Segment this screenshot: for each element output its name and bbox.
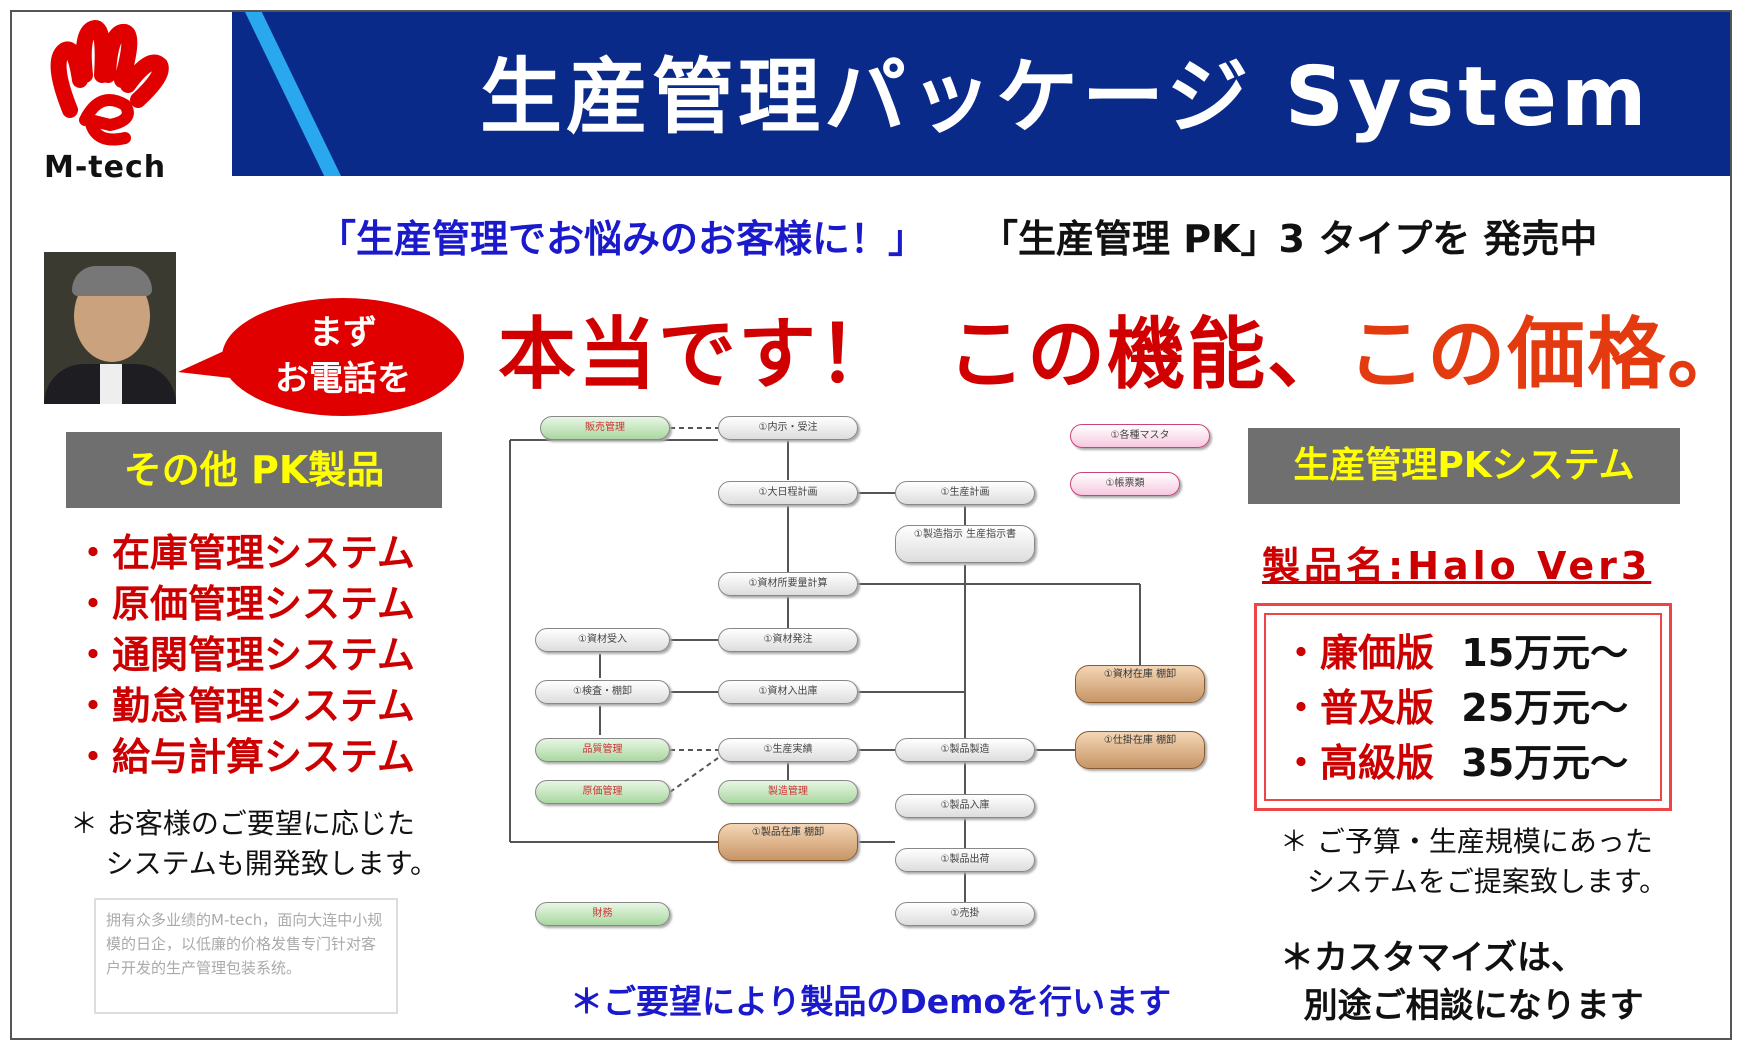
- customize-note: ＊カスタマイズは、 別途ご相談になります: [1280, 938, 1644, 1026]
- diagram-node: ①資材発注: [718, 628, 858, 652]
- headline-part-1: 本当です！: [498, 310, 899, 400]
- diagram-node: ①製品出荷: [895, 848, 1035, 872]
- diagram-node: ①製品入庫: [895, 794, 1035, 818]
- diagram-node: ①各種マスタ: [1070, 424, 1210, 448]
- page-title: 生産管理パッケージ System: [480, 50, 1651, 145]
- header-banner: [232, 12, 1730, 176]
- list-item: ・勤怠管理システム: [74, 684, 415, 728]
- diagram-node: ①売掛: [895, 902, 1035, 926]
- diagram-node: ①検査・棚卸: [535, 680, 670, 704]
- pk-system-heading: 生産管理PKシステム: [1248, 428, 1680, 504]
- diagram-node: ①生産実績: [718, 738, 858, 762]
- other-products-note: ＊ お客様のご要望に応じた システムも開発致します。: [70, 807, 438, 880]
- list-item: ・原価管理システム: [74, 582, 415, 626]
- presenter-photo: [44, 252, 176, 404]
- mtech-logo-icon: [50, 20, 169, 146]
- diagram-node: ①製品製造: [895, 738, 1035, 762]
- chinese-description: 拥有众多业绩的M-tech，面向大连中小规模的日企，以低廉的价格发售专门针对客户…: [94, 898, 398, 1014]
- pk-system-note: ＊ ご予算・生産規模にあった システムをご提案致します。: [1280, 825, 1668, 898]
- diagram-node: ①生産計画: [895, 481, 1035, 505]
- edition-label: ・高級版: [1282, 741, 1435, 785]
- demo-note: ＊ご要望により製品のDemoを行います: [570, 982, 1172, 1021]
- diagram-node: ①資材在庫 棚卸: [1075, 665, 1205, 703]
- diagram-node: 財務: [535, 902, 670, 926]
- page-frame: [10, 10, 1732, 1040]
- edition-label: ・廉価版: [1282, 631, 1435, 675]
- bubble-line-2: お電話を: [275, 359, 411, 399]
- diagram-node: 品質管理: [535, 738, 670, 762]
- list-item: ・通関管理システム: [74, 633, 415, 677]
- logo-text: M-tech: [44, 150, 167, 185]
- diagram-node: ①資材受入: [535, 628, 670, 652]
- price-row: ・高級版 35万元～: [1282, 732, 1628, 787]
- speech-bubble: [222, 298, 464, 416]
- diagram-node: 販売管理: [540, 416, 670, 440]
- edition-price: 25万元～: [1461, 686, 1629, 730]
- diagram-node: 原価管理: [535, 780, 670, 804]
- diagram-node: 製造管理: [718, 780, 858, 804]
- price-box: [1254, 603, 1672, 811]
- diagram-node: ①資材所要量計算: [718, 572, 858, 596]
- other-products-heading: その他 PK製品: [66, 432, 442, 508]
- diagram-node: ①資材入出庫: [718, 680, 858, 704]
- diagram-node: ①内示・受注: [718, 416, 858, 440]
- bubble-line-1: まず: [309, 313, 377, 353]
- edition-price: 15万元～: [1461, 631, 1629, 675]
- tagline-release: 「生産管理 PK」3 タイプを 発売中: [980, 217, 1598, 261]
- flow-diagram: 販売管理 ①内示・受注 ①大日程計画 ①生産計画 ①製造指示 生産指示書 ①資材…: [500, 410, 1220, 940]
- diagram-node: ①製品在庫 棚卸: [718, 823, 858, 861]
- list-item: ・在庫管理システム: [74, 531, 415, 575]
- tagline-quote: 「生産管理でお悩みのお客様に！」: [318, 217, 927, 261]
- diagram-node: ①大日程計画: [718, 481, 858, 505]
- diagram-node: ①仕掛在庫 棚卸: [1075, 731, 1205, 769]
- edition-price: 35万元～: [1461, 741, 1629, 785]
- price-row: ・廉価版 15万元～: [1282, 622, 1628, 677]
- speech-bubble-text: まず お電話を: [222, 310, 464, 402]
- edition-label: ・普及版: [1282, 686, 1435, 730]
- product-name: 製品名:Halo Ver3: [1262, 544, 1652, 588]
- list-item: ・給与計算システム: [74, 735, 415, 779]
- headline-part-3: この価格。: [1347, 310, 1744, 400]
- other-products-list: ・在庫管理システム ・原価管理システム ・通関管理システム ・勤怠管理システム …: [74, 528, 415, 783]
- diagram-node: ①帳票類: [1070, 472, 1180, 496]
- diagram-node: ①製造指示 生産指示書: [895, 525, 1035, 563]
- headline-part-2: この機能、: [947, 310, 1348, 400]
- price-row: ・普及版 25万元～: [1282, 677, 1628, 732]
- headline: 本当です！ この機能、この価格。: [498, 292, 1744, 404]
